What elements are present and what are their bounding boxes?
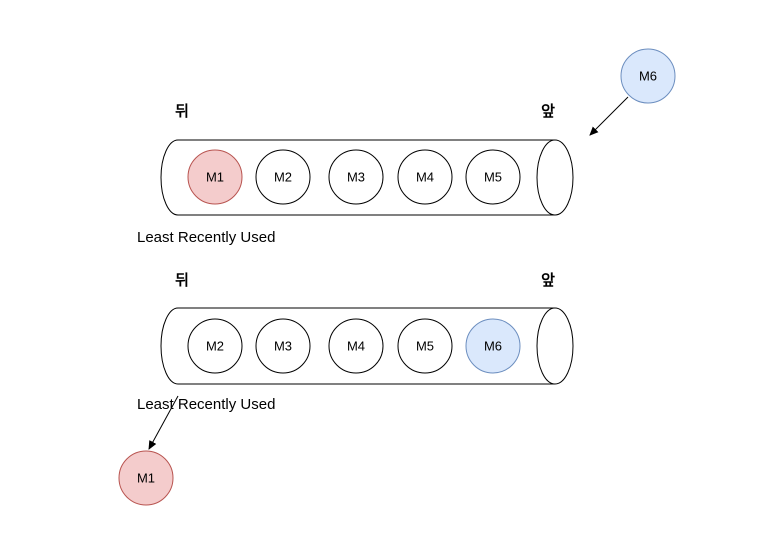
queue-after-item-m4-label: M4 [347,339,365,354]
evicted-node-label: M1 [137,471,155,486]
queue-before-items: M1 M2 M3 M4 M5 [187,149,521,205]
queue-after-item-m5-circle [397,318,453,374]
evicted-node-circle [118,450,174,506]
queue-before-item-m4-circle [397,149,453,205]
queue-after-item-m3-circle [255,318,311,374]
queue-after-caption: Least Recently Used [137,396,275,413]
queue-after-front-label: 앞 [541,271,555,289]
queue-after-item-m5-label: M5 [416,339,434,354]
queue-before-cylinder-body [160,139,555,216]
evicted-node: M1 [118,450,174,506]
evict-arrow [148,395,179,450]
queue-before-cylinder-cap [536,139,574,216]
queue-after-item-m2-label: M2 [206,339,224,354]
queue-before-caption: Least Recently Used [137,229,275,246]
incoming-node-label: M6 [639,69,657,84]
queue-after-item-m3-label: M3 [274,339,292,354]
queue-after-item-m4-circle [328,318,384,374]
queue-before-item-m2-label: M2 [274,170,292,185]
queue-before-item-m1-label: M1 [206,170,224,185]
queue-before: 뒤 앞 M1 M2 M3 M4 M5 Least Recently Used [137,102,574,246]
incoming-node-circle [620,48,676,104]
queue-before-front-label: 앞 [541,102,555,120]
insert-arrow [589,96,629,136]
queue-before-rear-label: 뒤 [175,102,189,120]
queue-after-items: M2 M3 M4 M5 M6 [187,318,521,374]
queue-after-rear-label: 뒤 [175,271,189,289]
queue-before-item-m3-circle [328,149,384,205]
queue-after-cylinder-cap [536,307,574,385]
queue-before-item-m2-circle [255,149,311,205]
incoming-node: M6 [620,48,676,104]
queue-before-item-m1-circle [187,149,243,205]
queue-after: 뒤 앞 M2 M3 M4 M5 M6 Least Recently Used [137,271,574,413]
queue-after-cylinder-body [160,307,555,385]
queue-before-item-m5-label: M5 [484,170,502,185]
queue-after-item-m6-circle [465,318,521,374]
queue-before-item-m5-circle [465,149,521,205]
queue-after-item-m2-circle [187,318,243,374]
queue-before-item-m3-label: M3 [347,170,365,185]
queue-after-item-m6-label: M6 [484,339,502,354]
queue-before-item-m4-label: M4 [416,170,434,185]
